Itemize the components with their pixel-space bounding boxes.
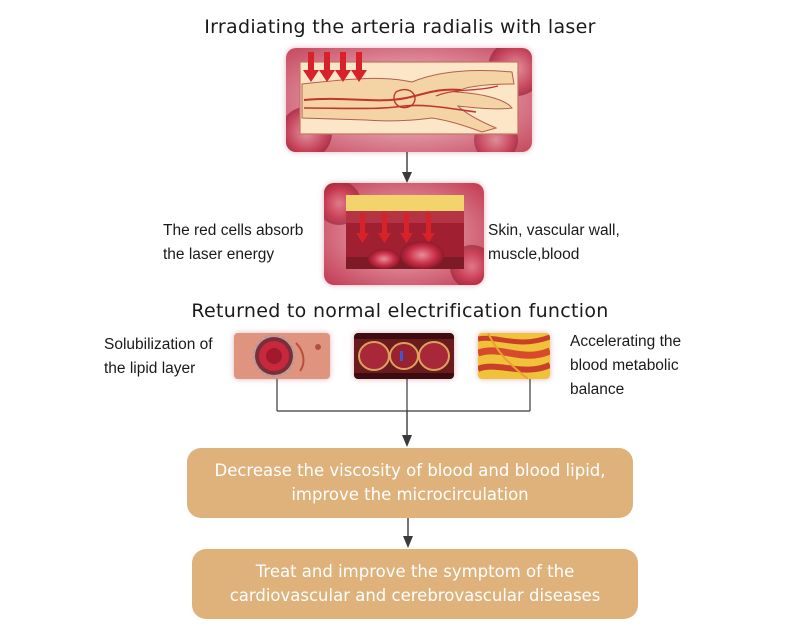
- arrow-down-1: [402, 152, 412, 183]
- label-solubilization-line-2: the lipid layer: [104, 360, 196, 377]
- red-cells-image: [324, 183, 484, 285]
- box-treat-line-2: cardiovascular and cerebrovascular disea…: [229, 586, 601, 605]
- label-accelerating: Accelerating the blood metabolic balance: [570, 330, 681, 402]
- label-red-cells-line-1: The red cells absorb: [163, 222, 304, 239]
- label-solubilization-line-1: Solubilization of: [104, 336, 213, 353]
- wrist-laser-image: [286, 48, 532, 152]
- label-accelerating-line-3: balance: [570, 381, 625, 398]
- label-red-cells-absorb: The red cells absorb the laser energy: [163, 219, 303, 267]
- box-treat-symptom: Treat and improve the symptom of the car…: [192, 549, 638, 619]
- label-accelerating-line-2: blood metabolic: [570, 357, 679, 374]
- merge-connector: [276, 379, 531, 447]
- box-treat-line-1: Treat and improve the symptom of the: [255, 562, 575, 581]
- label-skin-vascular: Skin, vascular wall, muscle,blood: [488, 219, 620, 267]
- label-red-cells-line-2: the laser energy: [163, 246, 275, 263]
- title-irradiating: Irradiating the arteria radialis with la…: [204, 16, 596, 38]
- box-decrease-viscosity: Decrease the viscosity of blood and bloo…: [187, 448, 633, 518]
- label-solubilization: Solubilization of the lipid layer: [104, 333, 213, 381]
- label-accelerating-line-1: Accelerating the: [570, 333, 682, 350]
- label-skin-line-1: Skin, vascular wall,: [488, 222, 620, 239]
- blood-metabolic-image: [478, 333, 550, 379]
- label-skin-line-2: muscle,blood: [488, 246, 580, 263]
- box-viscosity-line-2: improve the microcirculation: [291, 485, 529, 504]
- lipid-layer-image: [234, 333, 330, 379]
- title-electrification: Returned to normal electrification funct…: [191, 300, 609, 322]
- vascular-wall-image: [354, 333, 454, 379]
- arrow-down-2: [403, 518, 413, 548]
- box-viscosity-line-1: Decrease the viscosity of blood and bloo…: [214, 461, 606, 480]
